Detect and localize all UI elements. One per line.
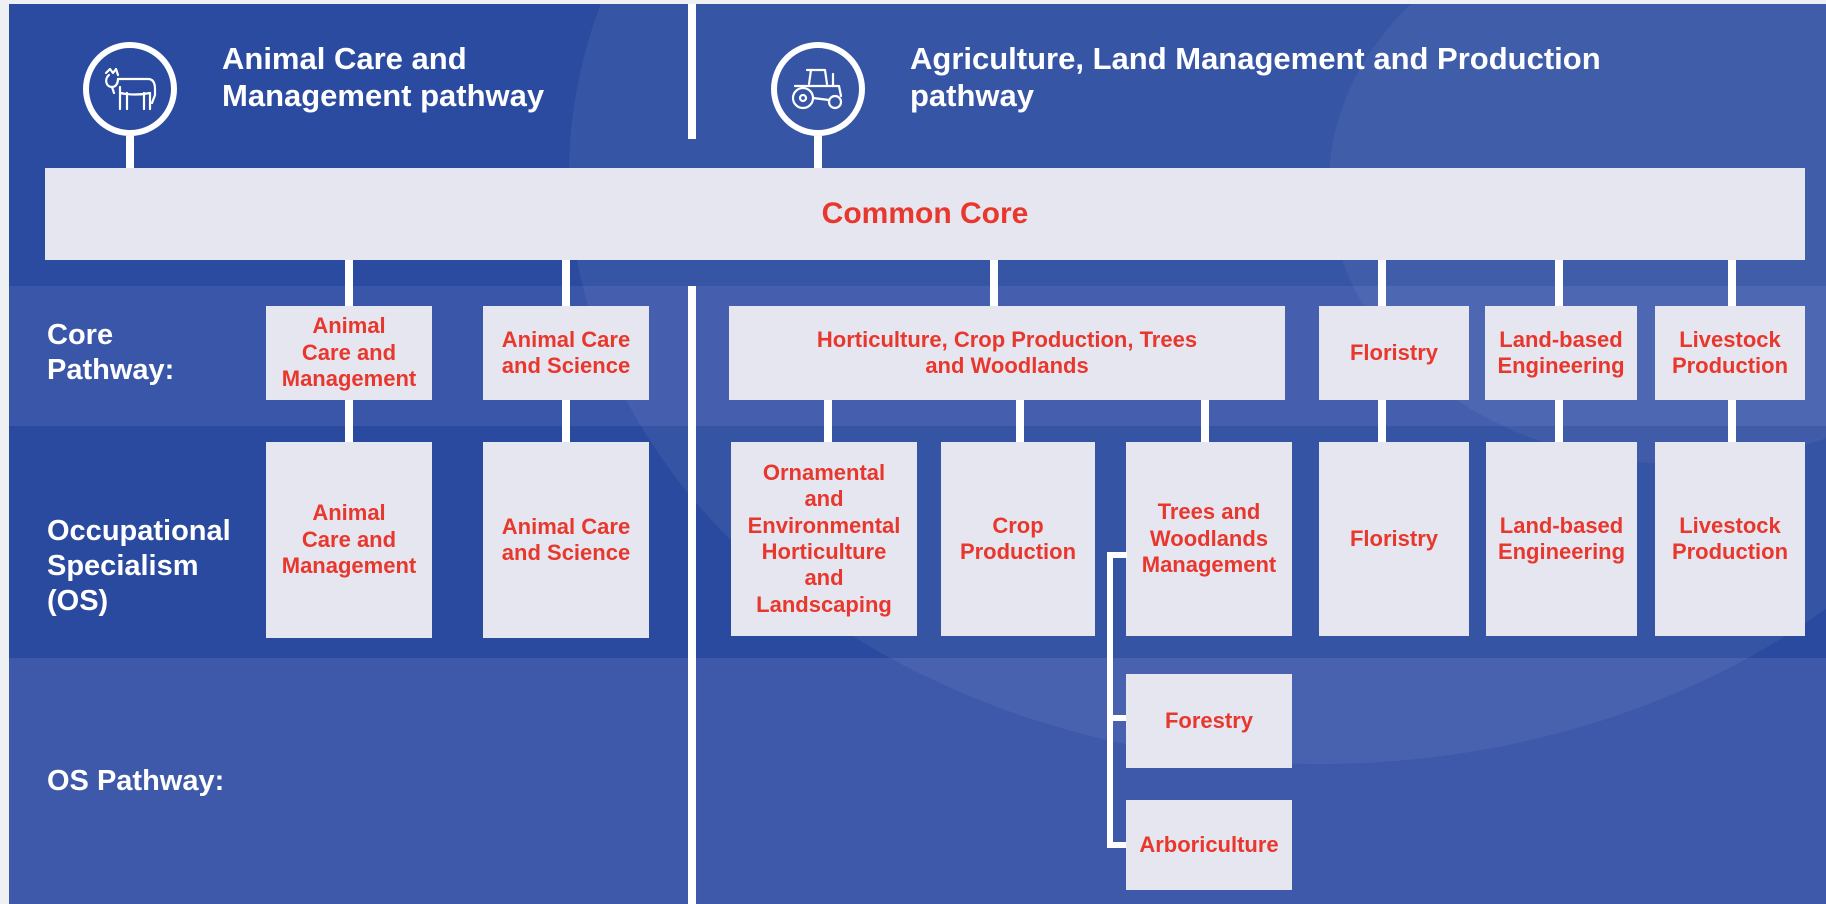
common-core-box: Common Core [45, 168, 1805, 260]
occupational-specialism-row-label: Occupational Specialism (OS) [47, 515, 231, 617]
tractor-icon [791, 68, 843, 110]
occupational-specialism-box: Animal Care and Science [483, 442, 649, 638]
pathway-divider [688, 4, 696, 139]
connector-os-2 [562, 400, 570, 446]
os-pathway-box: Arboriculture [1126, 800, 1292, 890]
occupational-specialism-box: Crop Production [941, 442, 1095, 636]
core-pathway-box: Livestock Production [1655, 306, 1805, 400]
connector-os-5 [1201, 400, 1209, 446]
cow-icon [104, 67, 157, 111]
pathway-divider-lower [688, 286, 696, 904]
connector-os-4 [1016, 400, 1024, 446]
pathway-diagram: Animal Care and Management pathway Agric… [9, 4, 1826, 904]
os-pathway-row-label: OS Pathway: [47, 765, 225, 797]
connector-os-3 [824, 400, 832, 446]
os-pathway-box: Forestry [1126, 674, 1292, 768]
core-pathway-box: Animal Care and Science [483, 306, 649, 400]
animal-pathway-badge [83, 42, 177, 136]
core-pathway-box: Floristry [1319, 306, 1469, 400]
occupational-specialism-box: Ornamental and Environmental Horticultur… [731, 442, 917, 636]
core-pathway-box: Animal Care and Management [266, 306, 432, 400]
agriculture-pathway-title: Agriculture, Land Management and Product… [910, 41, 1601, 114]
agriculture-pathway-connector [814, 136, 822, 172]
occupational-specialism-box: Livestock Production [1655, 442, 1805, 636]
os-pathway-row-band [9, 658, 1826, 904]
bracket-top [1107, 552, 1127, 558]
connector-core-3 [990, 260, 998, 310]
connector-os-6 [1378, 400, 1386, 446]
animal-pathway-connector [126, 136, 134, 172]
bracket-forestry [1107, 715, 1127, 721]
common-core-label: Common Core [821, 197, 1029, 230]
occupational-specialism-box: Floristry [1319, 442, 1469, 636]
connector-core-6 [1728, 260, 1736, 310]
occupational-specialism-box: Land-based Engineering [1486, 442, 1637, 636]
core-pathway-box: Horticulture, Crop Production, Trees and… [729, 306, 1285, 400]
core-pathway-row-label: Core Pathway: [47, 319, 175, 386]
connector-os-8 [1728, 400, 1736, 446]
bracket-arboriculture [1107, 842, 1127, 848]
animal-pathway-title: Animal Care and Management pathway [222, 41, 545, 114]
connector-os-7 [1555, 400, 1563, 446]
core-pathway-box: Land-based Engineering [1485, 306, 1637, 400]
connector-core-5 [1555, 260, 1563, 310]
bracket-vertical [1107, 552, 1113, 848]
connector-core-1 [345, 260, 353, 310]
occupational-specialism-box: Animal Care and Management [266, 442, 432, 638]
occupational-specialism-box: Trees and Woodlands Management [1126, 442, 1292, 636]
agriculture-pathway-badge [771, 42, 865, 136]
connector-core-4 [1378, 260, 1386, 310]
connector-os-1 [345, 400, 353, 446]
connector-core-2 [562, 260, 570, 310]
